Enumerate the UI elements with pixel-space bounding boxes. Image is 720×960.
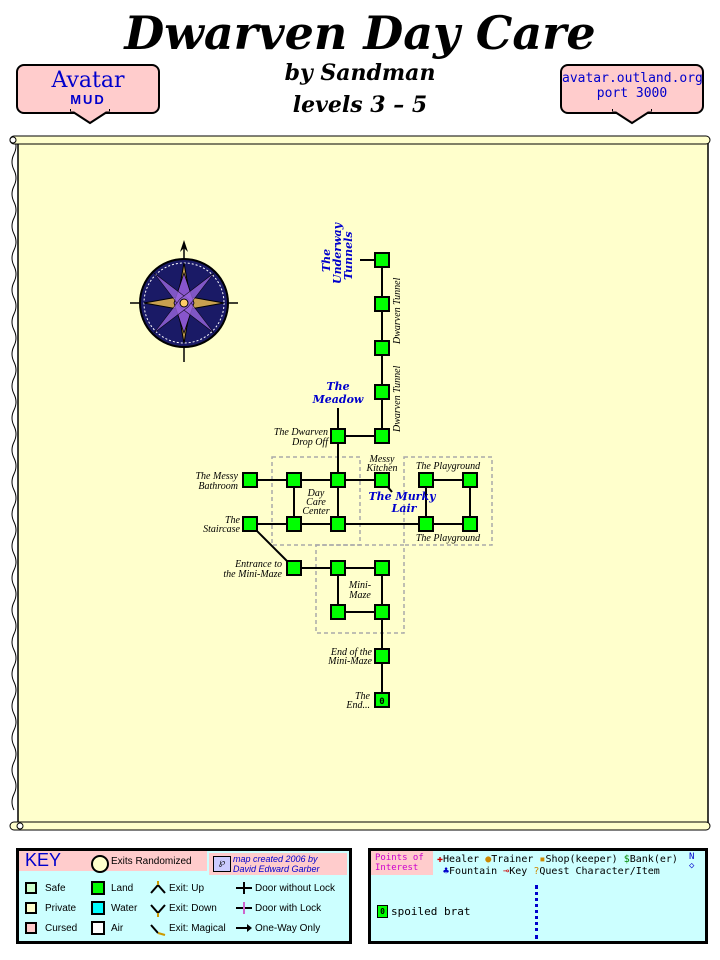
door-icons xyxy=(236,882,252,932)
banner-avatar-text: Avatar xyxy=(51,68,125,93)
poi-divider xyxy=(535,885,542,939)
key-land: Land xyxy=(111,883,134,894)
link-underway-tunnels[interactable]: TheUnderwayTunnels xyxy=(320,221,355,284)
poi-quest: Quest Character/Item xyxy=(539,866,660,877)
poi-fountain: Fountain xyxy=(449,866,498,877)
trainer-icon: ● xyxy=(485,854,492,865)
key-cursed: Cursed xyxy=(45,923,78,934)
poi-panel: Points of Interest ✚Healer ●Trainer ▪Sho… xyxy=(368,848,708,944)
poi-trainer: Trainer xyxy=(491,854,534,865)
poi-key: Key xyxy=(509,866,528,877)
key-air: Air xyxy=(111,923,124,934)
poi-marker: 0 xyxy=(377,905,388,918)
key-exit-down: Exit: Down xyxy=(169,903,217,914)
bank-icon: $ xyxy=(623,854,630,865)
key-water: Water xyxy=(111,903,138,914)
poi-healer: Healer xyxy=(443,854,480,865)
key-safe: Safe xyxy=(45,883,66,894)
label-playground-bottom: The Playground xyxy=(416,533,481,544)
key-door-with-lock: Door with Lock xyxy=(255,903,322,914)
shop-icon: ▪ xyxy=(539,854,546,865)
key-title: KEY xyxy=(25,850,62,870)
key-exits-randomized: Exits Randomized xyxy=(111,856,192,867)
map-levels: levels 3 – 5 xyxy=(292,92,428,118)
server-port: port 3000 xyxy=(596,86,668,101)
fountain-icon: ♣ xyxy=(443,866,450,877)
cursed-swatch xyxy=(25,922,37,934)
private-swatch xyxy=(25,902,37,914)
room-marker-spoiled-brat: 0 xyxy=(379,697,384,707)
label-playground-top: The Playground xyxy=(416,461,481,472)
poi-title-2: Interest xyxy=(375,863,419,873)
key-exit-magical: Exit: Magical xyxy=(169,923,226,934)
credit-line-2: David Edward Garber xyxy=(233,864,320,874)
poi-north: N xyxy=(689,852,695,862)
north-diamond-icon: ◇ xyxy=(689,861,695,871)
water-swatch xyxy=(91,901,105,915)
key-icon: ⊸ xyxy=(503,866,510,877)
poi-spoiled-brat: spoiled brat xyxy=(391,905,471,918)
scroll-icon: ℘ xyxy=(213,856,231,872)
key-one-way-only: One-Way Only xyxy=(255,923,321,934)
exit-icons xyxy=(150,881,166,936)
compass-rose-icon xyxy=(130,240,238,362)
banner-right-tail xyxy=(612,109,652,125)
healer-icon: ✚ xyxy=(437,854,444,865)
quest-icon: ? xyxy=(533,866,540,877)
poi-title-1: Points of xyxy=(375,853,424,863)
banner-left-tail xyxy=(70,109,110,125)
server-host: avatar.outland.org xyxy=(562,71,703,86)
key-door-without-lock: Door without Lock xyxy=(255,883,336,894)
label-dwarven-tunnel-2: Dwarven Tunnel xyxy=(392,365,403,433)
map-author: by Sandman xyxy=(284,60,436,86)
region-outlines xyxy=(271,456,493,634)
poi-bank: Bank(er) xyxy=(629,854,678,865)
key-private: Private xyxy=(45,903,77,914)
exits-randomized-icon xyxy=(91,855,109,873)
land-rooms xyxy=(242,252,478,708)
avatar-mud-banner[interactable]: Avatar MUD xyxy=(16,64,160,114)
land-swatch xyxy=(91,881,105,895)
key-panel: KEY Exits Randomized ℘ map created 2006 … xyxy=(16,848,352,944)
air-swatch xyxy=(91,921,105,935)
poi-shop: Shop(keeper) xyxy=(545,854,618,865)
credit-line-1: map created 2006 by xyxy=(233,854,318,864)
banner-mud-text: MUD xyxy=(70,92,106,107)
label-dwarven-tunnel-1: Dwarven Tunnel xyxy=(392,277,403,345)
server-banner[interactable]: avatar.outland.org port 3000 xyxy=(560,64,704,114)
map-title: Dwarven Day Care xyxy=(124,6,596,60)
label-mini-maze: Mini-Maze xyxy=(348,580,371,601)
key-exit-up: Exit: Up xyxy=(169,883,205,894)
safe-swatch xyxy=(25,882,37,894)
